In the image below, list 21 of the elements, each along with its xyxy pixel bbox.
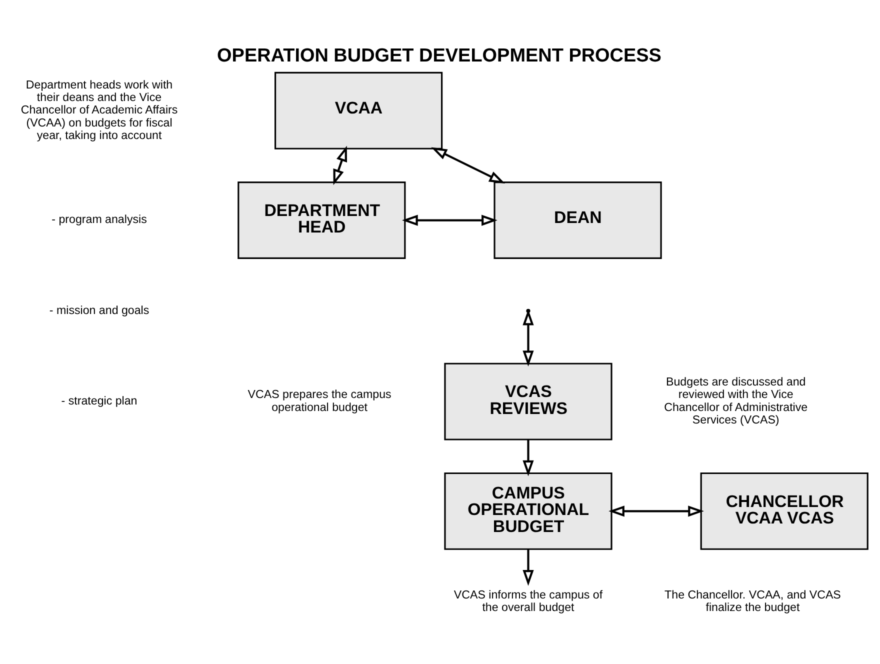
node-box: VCAA — [274, 72, 442, 150]
node-text: VCAS informs the campus of the overall budget — [453, 589, 602, 614]
label: VCAS prepares the campus operational budget — [247, 389, 391, 414]
arrow — [332, 146, 346, 186]
arrow — [608, 506, 704, 517]
node-box: VCAS REVIEWS — [444, 362, 612, 440]
node-box: CHANCELLOR VCAA VCAS — [700, 472, 868, 550]
label: - program analysis — [51, 214, 146, 226]
arrow — [522, 549, 534, 586]
arrow — [430, 147, 505, 184]
node-box: DEPARTMENT HEAD — [237, 182, 406, 260]
label: Budgets are discussed and reviewed with the Vice Chancellor of Administrative Services (VCAS) — [664, 376, 808, 426]
node-box: CAMPUS OPERATIONAL BUDGET — [444, 472, 612, 550]
label: Department heads work with their deans and the Vice Chancellor of Academic Affairs (VCAA) on budgets for fiscal year, taking into account — [20, 79, 178, 142]
arrow — [522, 440, 534, 476]
node-box: DEAN — [493, 182, 662, 260]
label: The Chancellor. VCAA, and VCAS finalize the budget — [664, 589, 840, 614]
arrow — [402, 214, 497, 226]
diagram-title: OPERATION BUDGET DEVELOPMENT PROCESS — [216, 46, 661, 67]
label: - strategic plan — [60, 396, 137, 408]
label: - mission and goals — [48, 304, 149, 317]
